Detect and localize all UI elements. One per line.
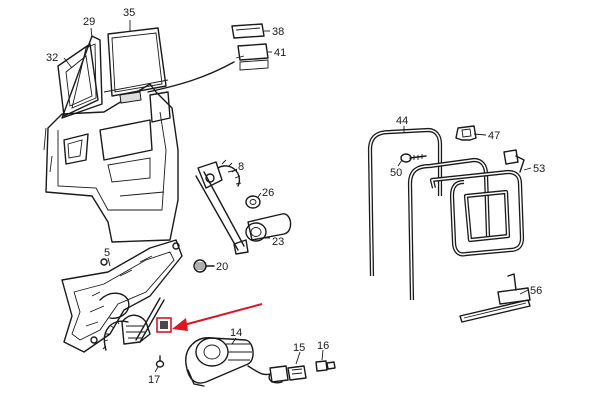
callout-50: 50 <box>390 167 402 179</box>
bracket-53 <box>503 149 525 173</box>
screw-50 <box>400 153 427 163</box>
handle-23 <box>245 213 292 242</box>
callout-41: 41 <box>274 47 286 59</box>
ring-26 <box>245 195 261 209</box>
highlight-arrow-head <box>172 318 188 331</box>
window-strip-41 <box>237 43 269 71</box>
callout-17: 17 <box>148 374 160 386</box>
screw-17 <box>155 355 165 368</box>
regulator-arm-8 <box>195 159 249 255</box>
highlight-box <box>156 317 172 333</box>
vent-window <box>57 35 103 119</box>
callout-38: 38 <box>272 26 284 38</box>
callout-29: 29 <box>83 16 95 28</box>
callout-14: 14 <box>230 327 242 339</box>
door-glass <box>103 27 169 104</box>
callout-32: 32 <box>46 52 58 64</box>
highlight-marker <box>156 303 263 333</box>
door-shell <box>43 83 179 243</box>
callout-23: 23 <box>272 236 284 248</box>
connector-15 <box>269 365 307 383</box>
callout-53: 53 <box>533 163 545 175</box>
regulator-carrier-5 <box>61 239 183 353</box>
leader-lines <box>63 20 532 373</box>
callout-20: 20 <box>216 261 228 273</box>
callout-56: 56 <box>530 285 542 297</box>
callout-35: 35 <box>123 7 135 19</box>
window-strip-38 <box>231 23 265 39</box>
door-seal-44 <box>367 127 491 301</box>
callout-16: 16 <box>317 340 329 352</box>
callout-5: 5 <box>104 247 110 259</box>
window-frame-seal-53 <box>429 169 525 257</box>
callout-44: 44 <box>396 115 408 127</box>
highlight-arrow-shaft <box>179 303 263 327</box>
callout-8: 8 <box>238 161 244 173</box>
callout-15: 15 <box>293 342 305 354</box>
callout-labels: 29 35 38 41 32 8 26 23 20 5 14 15 16 17 … <box>46 7 545 386</box>
plug-16 <box>315 360 336 372</box>
rail-56 <box>459 273 531 323</box>
callout-26: 26 <box>262 187 274 199</box>
callout-47: 47 <box>488 130 500 142</box>
clip-47 <box>455 125 477 141</box>
regulator-motor-14 <box>185 337 271 387</box>
